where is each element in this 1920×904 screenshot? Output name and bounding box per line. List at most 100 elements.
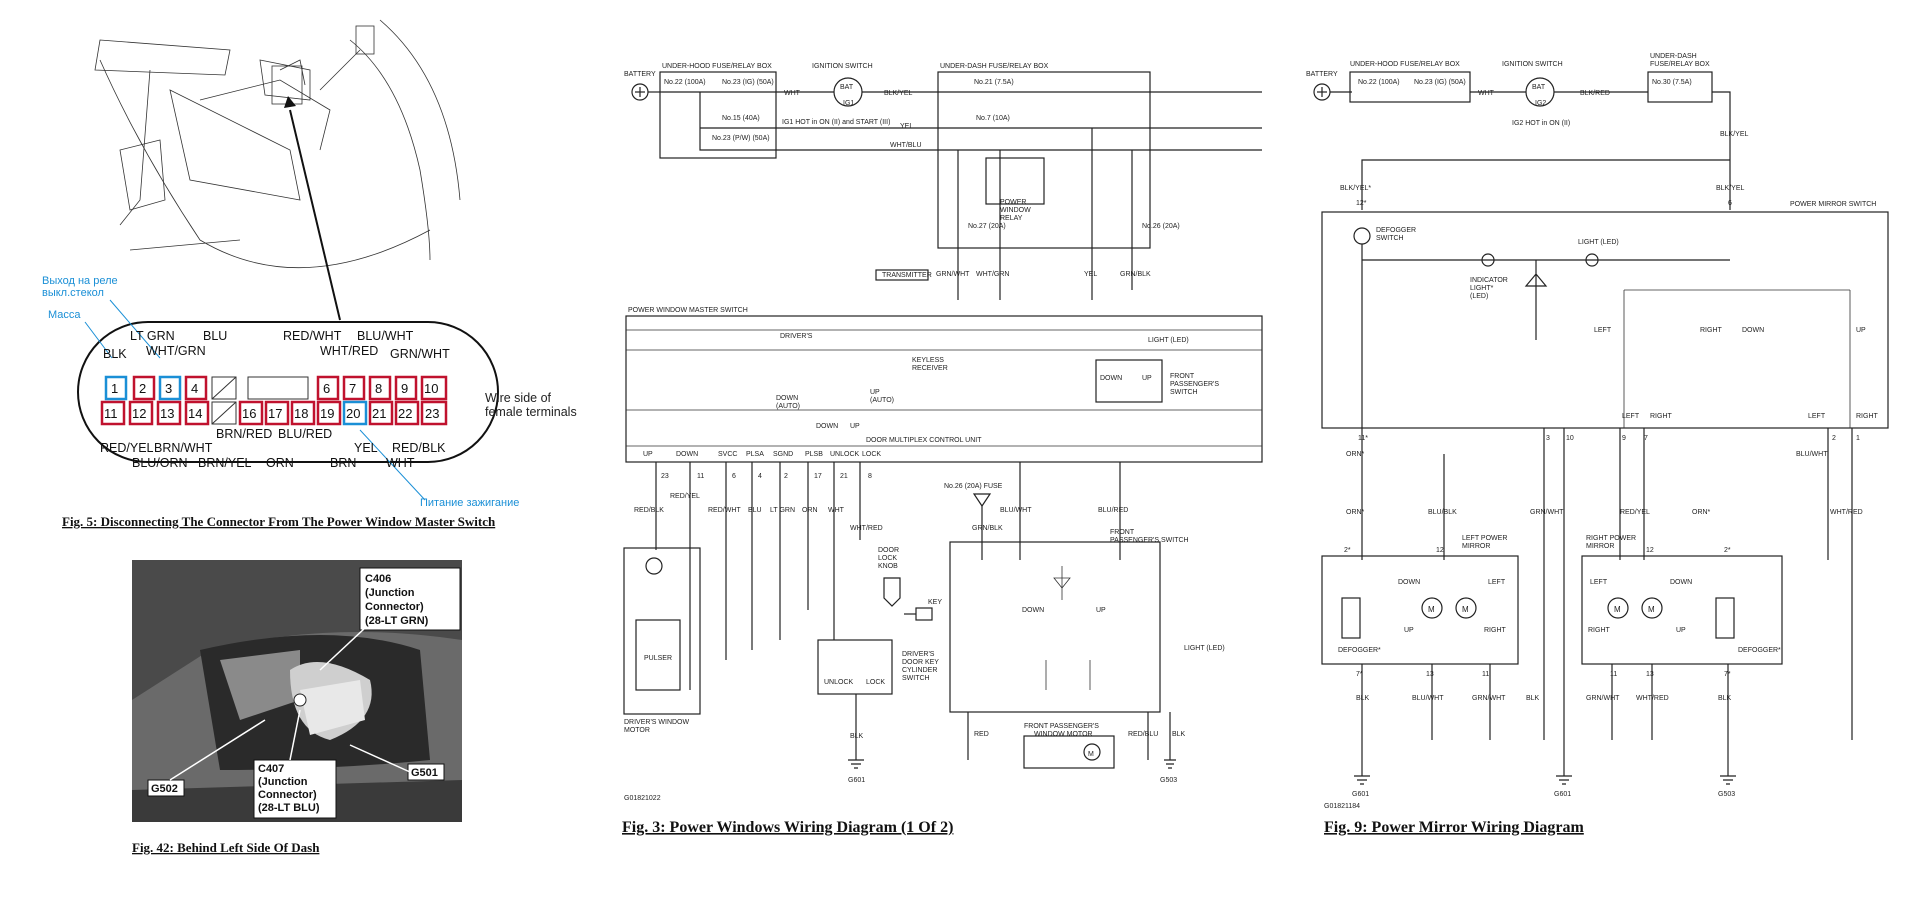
fig3-under-dash: UNDER-DASH FUSE/RELAY BOX — [940, 63, 1049, 70]
fig9-p12s: 12* — [1356, 200, 1367, 207]
fig5-label-wht: WHT — [386, 456, 415, 470]
fig3-door-lock-2: LOCK — [878, 555, 897, 562]
fig9-lm-left: LEFT — [1488, 579, 1506, 586]
fig9-panel: BATTERY UNDER-HOOD FUSE/RELAY BOX No.22 … — [1306, 53, 1889, 836]
fig9-blu-wht: BLU/WHT — [1796, 451, 1828, 458]
fig9-red-yel: RED/YEL — [1620, 509, 1650, 516]
fig9-blk-3: BLK — [1526, 695, 1540, 702]
fig9-rm-up: UP — [1676, 627, 1686, 634]
fig3-pin-lock: LOCK — [862, 451, 881, 458]
svg-text:M: M — [1614, 605, 1621, 614]
fig3-wc-red-yel: RED/YEL — [670, 493, 700, 500]
fig3-fuse-27: No.27 (20A) — [968, 223, 1006, 230]
fig3-under-hood-box — [659, 71, 777, 159]
fig5-pins: 1 2 3 4 6 7 8 9 10 11 12 13 — [100, 375, 448, 426]
fig9-ignition: IGNITION SWITCH — [1502, 61, 1563, 68]
fig3-g503: G503 — [1160, 777, 1177, 784]
fig5-panel: Выход на реле выкл.стекол Масса Питание … — [42, 19, 577, 529]
fig3-fuse-15: No.15 (40A) — [722, 115, 760, 122]
fig3-fuse-21: No.21 (7.5A) — [974, 79, 1014, 86]
fig3-pin-plsb: PLSB — [805, 451, 823, 458]
svg-text:M: M — [1462, 605, 1469, 614]
pin-2: 2 — [139, 381, 146, 396]
fig3-master: POWER WINDOW MASTER SWITCH — [628, 307, 748, 314]
fig5-arrowhead — [284, 96, 296, 108]
svg-text:M: M — [1088, 751, 1094, 758]
fig42-c406-3: Connector) — [365, 601, 424, 613]
fig42-c407-3: Connector) — [258, 789, 317, 801]
fig3-red-blu: RED/BLU — [1128, 731, 1158, 738]
fig3-fps-3: SWITCH — [1170, 389, 1198, 396]
fig9-p12-r: 12 — [1646, 547, 1654, 554]
fig3-pw-relay-box — [985, 157, 1045, 205]
fig3-fps-1: FRONT — [1170, 373, 1195, 380]
pin-8: 8 — [375, 381, 382, 396]
fig5-label-blu: BLU — [203, 329, 227, 343]
fig9-fuse-30: No.30 (7.5A) — [1652, 79, 1692, 86]
fig3-blk-yel: BLK/YEL — [884, 90, 913, 97]
pin-11: 11 — [104, 406, 118, 421]
fig5-label-red-yel: RED/YEL — [100, 441, 154, 455]
fig5-label-blu-wht: BLU/WHT — [357, 329, 414, 343]
fig9-up: UP — [1856, 327, 1866, 334]
fig9-p2: 2 — [1832, 435, 1836, 442]
fig9-p6: 6 — [1728, 200, 1732, 207]
svg-text:M: M — [1428, 605, 1435, 614]
fig9-left-mirror-2: MIRROR — [1462, 543, 1490, 550]
fig42-g502: G502 — [151, 783, 178, 795]
fig9-p11s: 11* — [1358, 435, 1368, 442]
fig5-label-lt-grn: LT GRN — [130, 329, 175, 343]
fig9-right-2: RIGHT — [1650, 413, 1673, 420]
fig3-fps2-1: FRONT — [1110, 529, 1135, 536]
fig9-lm-up: UP — [1404, 627, 1414, 634]
fig3-keyless-2: RECEIVER — [912, 365, 948, 372]
fig9-light-led: LIGHT (LED) — [1578, 239, 1619, 246]
fig3-keycyl-3: CYLINDER — [902, 667, 937, 674]
fig9-lm-down: DOWN — [1398, 579, 1420, 586]
fig3-ig1: IG1 — [843, 100, 854, 107]
fig5-label-wht-grn: WHT/GRN — [146, 344, 206, 358]
fig9-blk-yel: BLK/YEL — [1720, 131, 1749, 138]
fig42-c406-4: (28-LT GRN) — [365, 615, 429, 627]
fig3-wc-wht-red: WHT/RED — [850, 525, 883, 532]
fig9-right-3: RIGHT — [1856, 413, 1879, 420]
fig3-yel: YEL — [900, 123, 913, 130]
fig5-label-orn: ORN — [266, 456, 294, 470]
fig3-master-box — [625, 315, 1263, 463]
fig9-p12-l: 12 — [1436, 547, 1444, 554]
fig3-pinnum-11: 11 — [697, 473, 704, 480]
fig3-pinnum-8: 8 — [868, 473, 872, 480]
fig3-pin-unlock: UNLOCK — [830, 451, 860, 458]
fig42-c406-1: C406 — [365, 573, 391, 585]
fig9-battery: BATTERY — [1306, 71, 1338, 78]
fig9-ig2: IG2 — [1535, 100, 1546, 107]
fig5-pointer-arrow — [289, 109, 341, 321]
fig9-down: DOWN — [1742, 327, 1764, 334]
fig3-wht-blu: WHT/BLU — [890, 142, 922, 149]
fig9-fuse-22: No.22 (100A) — [1358, 79, 1400, 86]
fig3-pinnum-17: 17 — [814, 473, 822, 480]
fig5-label-brn-yel: BRN/YEL — [198, 456, 252, 470]
fig9-blk-2: BLK — [1718, 695, 1732, 702]
fig3-pinnum-4: 4 — [758, 473, 762, 480]
fig5-label-blu-orn: BLU/ORN — [132, 456, 188, 470]
fig9-under-hood: UNDER-HOOD FUSE/RELAY BOX — [1350, 61, 1460, 68]
fig9-p7s-l: 7* — [1356, 671, 1363, 678]
fig3-drivers-motor-1: DRIVER'S WINDOW — [624, 719, 690, 726]
pin-9: 9 — [401, 381, 408, 396]
fig3-pin-svcc: SVCC — [718, 451, 737, 458]
fig9-indicator-1: INDICATOR — [1470, 277, 1508, 284]
fig9-left-mirror-1: LEFT POWER — [1462, 535, 1507, 542]
fig3-wc-red-blk: RED/BLK — [634, 507, 664, 514]
fig3-down: DOWN — [816, 423, 838, 430]
fig3-pin-up: UP — [643, 451, 653, 458]
fig9-grn-wht: GRN/WHT — [1530, 509, 1564, 516]
fig5-label-blu-red: BLU/RED — [278, 427, 332, 441]
pin-19: 19 — [320, 406, 334, 421]
fig9-indicator-2: LIGHT* — [1470, 285, 1494, 292]
pin-20: 20 — [346, 406, 360, 421]
fig3-blk-2: BLK — [1172, 731, 1186, 738]
fig5-label-wht-red: WHT/RED — [320, 344, 378, 358]
fig3-grn-blk-2: GRN/BLK — [972, 525, 1003, 532]
fig3-g601: G601 — [848, 777, 865, 784]
